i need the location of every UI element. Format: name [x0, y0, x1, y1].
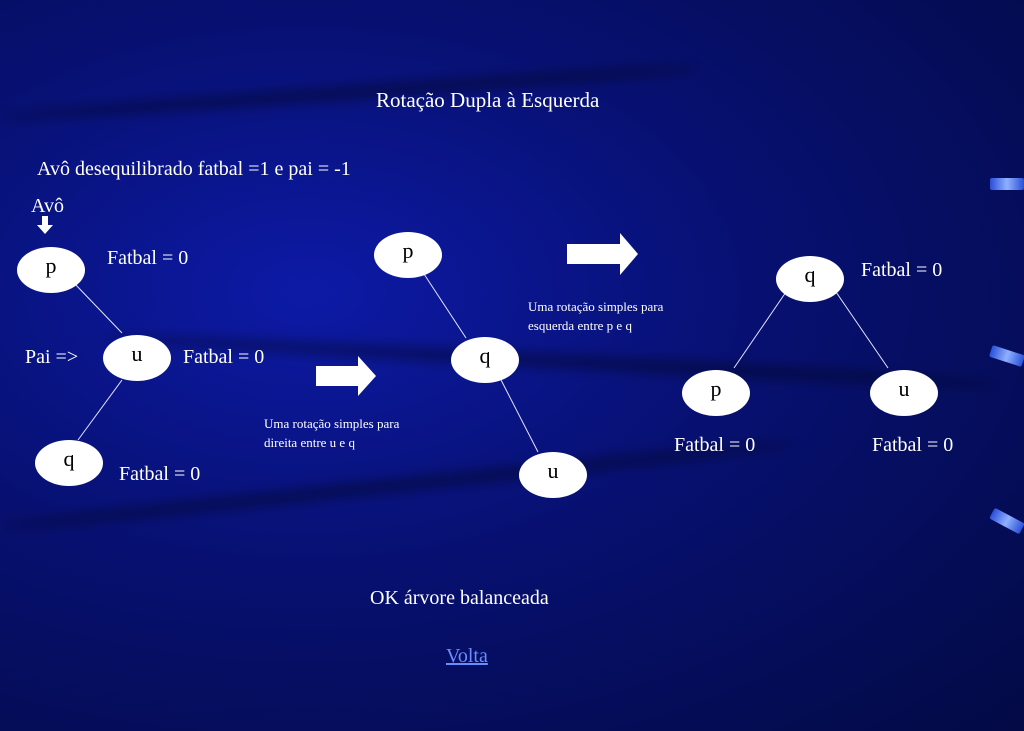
- tree3-node-u: u: [870, 370, 938, 416]
- tree3-fatbal-p: Fatbal = 0: [674, 434, 756, 456]
- tree2-node-q: q: [451, 337, 519, 383]
- tree1-node-p: p: [17, 247, 85, 293]
- edge-u-q: [77, 379, 123, 441]
- edge-q-u-right: [835, 291, 889, 369]
- pai-label: Pai =>: [25, 346, 79, 368]
- edge-p-q: [423, 273, 467, 339]
- tree2-node-u: u: [519, 452, 587, 498]
- right-arrow-icon: [316, 356, 376, 396]
- tree1-fatbal-p: Fatbal = 0: [107, 247, 189, 269]
- tree1-node-q: q: [35, 440, 103, 486]
- avo-label: Avô: [31, 195, 64, 217]
- tree3-node-p: p: [682, 370, 750, 416]
- right-arrow-icon: [567, 233, 638, 275]
- note-right-rotation: Uma rotação simples para direita entre u…: [264, 414, 399, 452]
- edge-decoration: [990, 178, 1024, 190]
- tree1-node-u: u: [103, 335, 171, 381]
- edge-p-u: [73, 282, 123, 334]
- down-arrow-icon: [37, 216, 53, 234]
- note-right-rotation-line2: direita entre u e q: [264, 435, 355, 450]
- tree2-node-p: p: [374, 232, 442, 278]
- note-left-rotation-line1: Uma rotação simples para: [528, 299, 664, 314]
- result-text: OK árvore balanceada: [370, 587, 549, 609]
- edge-q-p: [733, 291, 787, 369]
- tree3-fatbal-u: Fatbal = 0: [872, 434, 954, 456]
- edge-q-u: [499, 377, 539, 453]
- tree3-fatbal-q: Fatbal = 0: [861, 259, 943, 281]
- subtitle: Avô desequilibrado fatbal =1 e pai = -1: [37, 158, 351, 180]
- tree1-fatbal-q: Fatbal = 0: [119, 463, 201, 485]
- back-link[interactable]: Volta: [446, 645, 488, 667]
- tree3-node-q: q: [776, 256, 844, 302]
- page-title: Rotação Dupla à Esquerda: [376, 88, 600, 112]
- tree1-fatbal-u: Fatbal = 0: [183, 346, 265, 368]
- note-right-rotation-line1: Uma rotação simples para: [264, 416, 400, 431]
- note-left-rotation-line2: esquerda entre p e q: [528, 318, 632, 333]
- note-left-rotation: Uma rotação simples para esquerda entre …: [528, 297, 663, 335]
